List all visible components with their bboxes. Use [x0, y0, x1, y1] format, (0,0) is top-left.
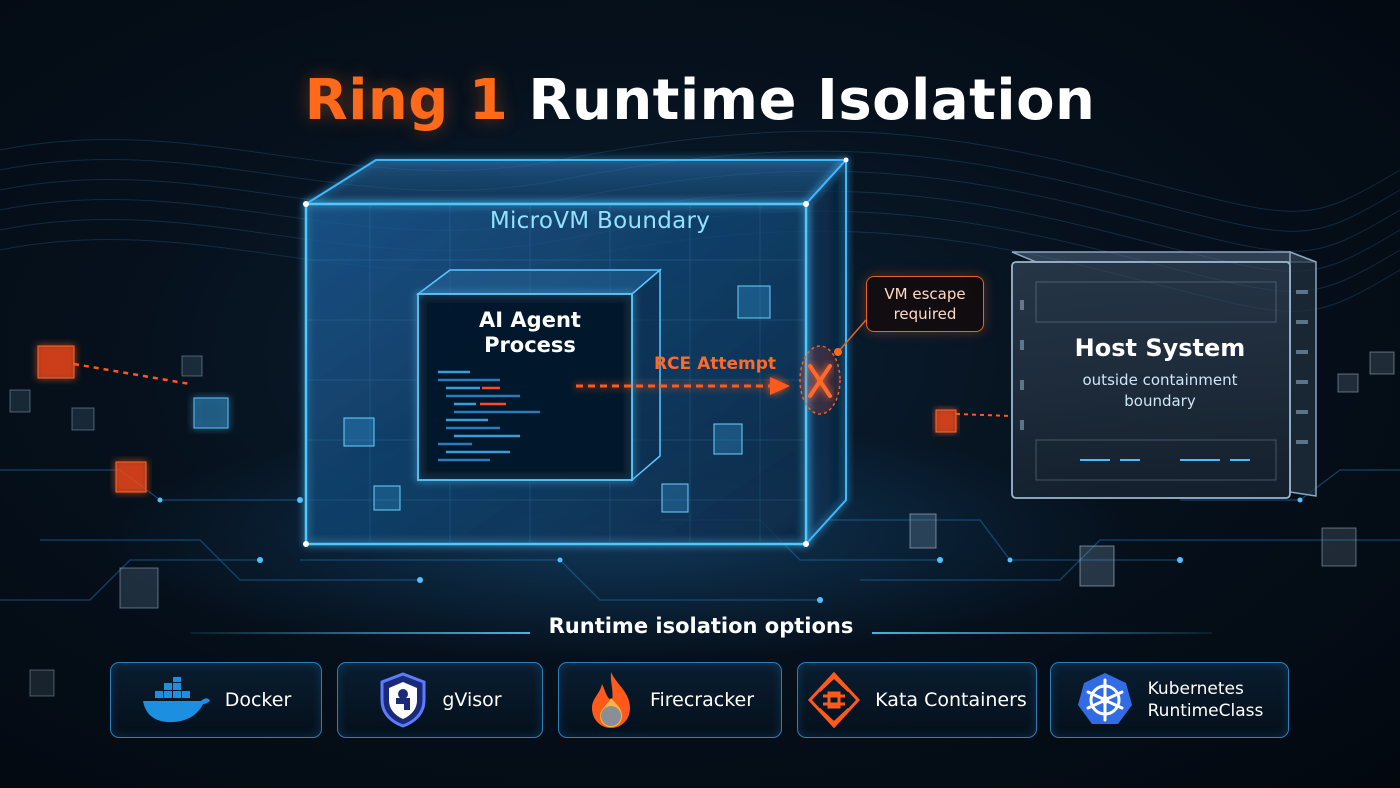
- kubernetes-wheel-icon: [1077, 673, 1132, 724]
- kubernetes-runtimeclass-label: Kubernetes RuntimeClass: [1148, 678, 1264, 722]
- title-accent: Ring 1: [304, 68, 509, 133]
- kubernetes-label-line2: RuntimeClass: [1147, 701, 1264, 721]
- firecracker-flame-icon: [591, 672, 630, 728]
- host-sub-line2: boundary: [1124, 392, 1196, 410]
- option-card-kata-containers[interactable]: Kata Containers: [797, 662, 1037, 738]
- callout-line1: VM escape: [884, 285, 966, 303]
- agent-process-cube: [415, 268, 663, 482]
- rce-attempt-label: RCE Attempt: [653, 354, 777, 374]
- gvisor-shield-icon: [380, 672, 426, 728]
- gvisor-label: gVisor: [442, 689, 502, 711]
- options-title: Runtime isolation options: [548, 614, 854, 638]
- vm-escape-callout: VM escape required: [866, 276, 984, 332]
- host-sub-line1: outside containment: [1082, 371, 1238, 389]
- callout-line2: required: [893, 305, 957, 323]
- option-card-gvisor[interactable]: gVisor: [337, 662, 543, 738]
- agent-label-line1: AI Agent: [479, 308, 581, 332]
- kata-containers-icon: [808, 671, 861, 729]
- host-system-title: Host System: [1074, 334, 1246, 362]
- options-header: Runtime isolation options: [190, 614, 1212, 650]
- options-divider-left: [190, 632, 530, 634]
- circuit-traces: [0, 469, 1400, 601]
- floating-cubes: [9, 345, 1395, 697]
- docker-whale-icon: [142, 677, 210, 723]
- page-title: Ring 1 Runtime Isolation: [0, 68, 1400, 133]
- kata-containers-label: Kata Containers: [875, 689, 1027, 711]
- rce-arrow: [576, 377, 790, 395]
- docker-label: Docker: [224, 689, 292, 711]
- agent-label-line2: Process: [484, 333, 576, 357]
- host-system-subtitle: outside containment boundary: [1060, 370, 1260, 412]
- circuit-nodes: [157, 497, 1303, 603]
- microvm-boundary-label: MicroVM Boundary: [489, 208, 711, 234]
- options-divider-right: [872, 632, 1212, 634]
- option-card-kubernetes-runtimeclass[interactable]: Kubernetes RuntimeClass: [1050, 662, 1289, 738]
- title-rest: Runtime Isolation: [528, 68, 1096, 133]
- breach-x-icon: [799, 345, 841, 415]
- firecracker-label: Firecracker: [649, 689, 755, 711]
- kubernetes-label-line1: Kubernetes: [1147, 679, 1244, 699]
- option-card-firecracker[interactable]: Firecracker: [558, 662, 782, 738]
- host-system-box: [1011, 250, 1317, 499]
- option-card-docker[interactable]: Docker: [110, 662, 322, 738]
- agent-process-label: AI Agent Process: [430, 308, 630, 358]
